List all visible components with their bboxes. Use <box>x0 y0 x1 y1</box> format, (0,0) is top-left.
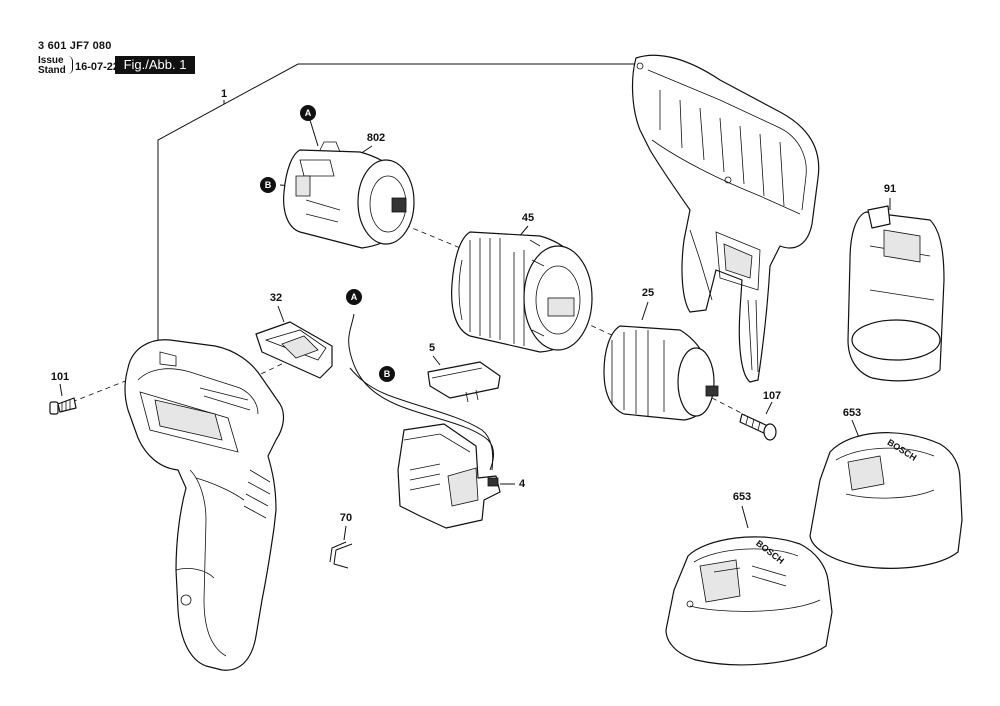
left-housing-half <box>124 339 285 671</box>
leader-107 <box>765 401 773 415</box>
leader-5 <box>432 355 441 366</box>
label-switch-cover: 32 <box>269 292 283 304</box>
label-switch: 4 <box>518 478 526 490</box>
cap <box>427 361 501 403</box>
spring-clip <box>329 541 353 569</box>
leader-motor-a <box>309 119 319 147</box>
motor <box>283 141 415 249</box>
label-gearbox: 45 <box>521 212 535 224</box>
screw-101 <box>49 397 77 415</box>
assembly-bracket-line <box>157 63 636 340</box>
label-charger-back: 653 <box>842 407 862 419</box>
marker-motor-a: A <box>300 105 316 121</box>
charger-front <box>665 536 833 666</box>
label-screw-left: 101 <box>50 371 70 383</box>
marker-motor-b: B <box>260 177 276 193</box>
label-battery: 91 <box>883 183 897 195</box>
label-assembly: 1 <box>220 88 228 100</box>
brace <box>68 56 73 74</box>
right-housing-half <box>631 54 820 383</box>
leader-653-front <box>741 505 749 529</box>
label-cap: 5 <box>428 342 436 354</box>
switch <box>397 423 501 529</box>
issue-stand-labels: Issue Stand <box>38 56 66 76</box>
leader-70 <box>343 525 347 541</box>
figure-label: Fig./Abb. 1 <box>115 56 195 74</box>
issue-date: 16-07-22 <box>75 61 120 73</box>
battery <box>847 205 945 382</box>
gearbox <box>451 231 593 353</box>
label-chuck: 25 <box>641 287 655 299</box>
label-charger-front: 653 <box>732 491 752 503</box>
label-motor: 802 <box>366 132 386 144</box>
part-number: 3 601 JF7 080 <box>38 40 112 52</box>
switch-cover <box>255 321 333 379</box>
leader-25 <box>641 301 649 321</box>
wire-harness <box>348 313 494 471</box>
axis-screw-left <box>71 379 129 403</box>
marker-wire-b: B <box>379 366 395 382</box>
label-spring: 70 <box>339 512 353 524</box>
issue-label: Issue <box>38 55 64 66</box>
charger-back <box>809 432 963 569</box>
marker-wire-a: A <box>346 289 362 305</box>
axis-gearbox-chuck <box>574 317 619 339</box>
screw-107 <box>739 413 777 441</box>
axis-cover-housing <box>231 359 291 389</box>
label-screw-right: 107 <box>762 390 782 402</box>
chuck <box>603 325 719 421</box>
leader-101 <box>59 383 63 397</box>
leader-32 <box>277 305 285 323</box>
axis-chuck-screw <box>711 397 746 416</box>
stand-label: Stand <box>38 65 66 76</box>
